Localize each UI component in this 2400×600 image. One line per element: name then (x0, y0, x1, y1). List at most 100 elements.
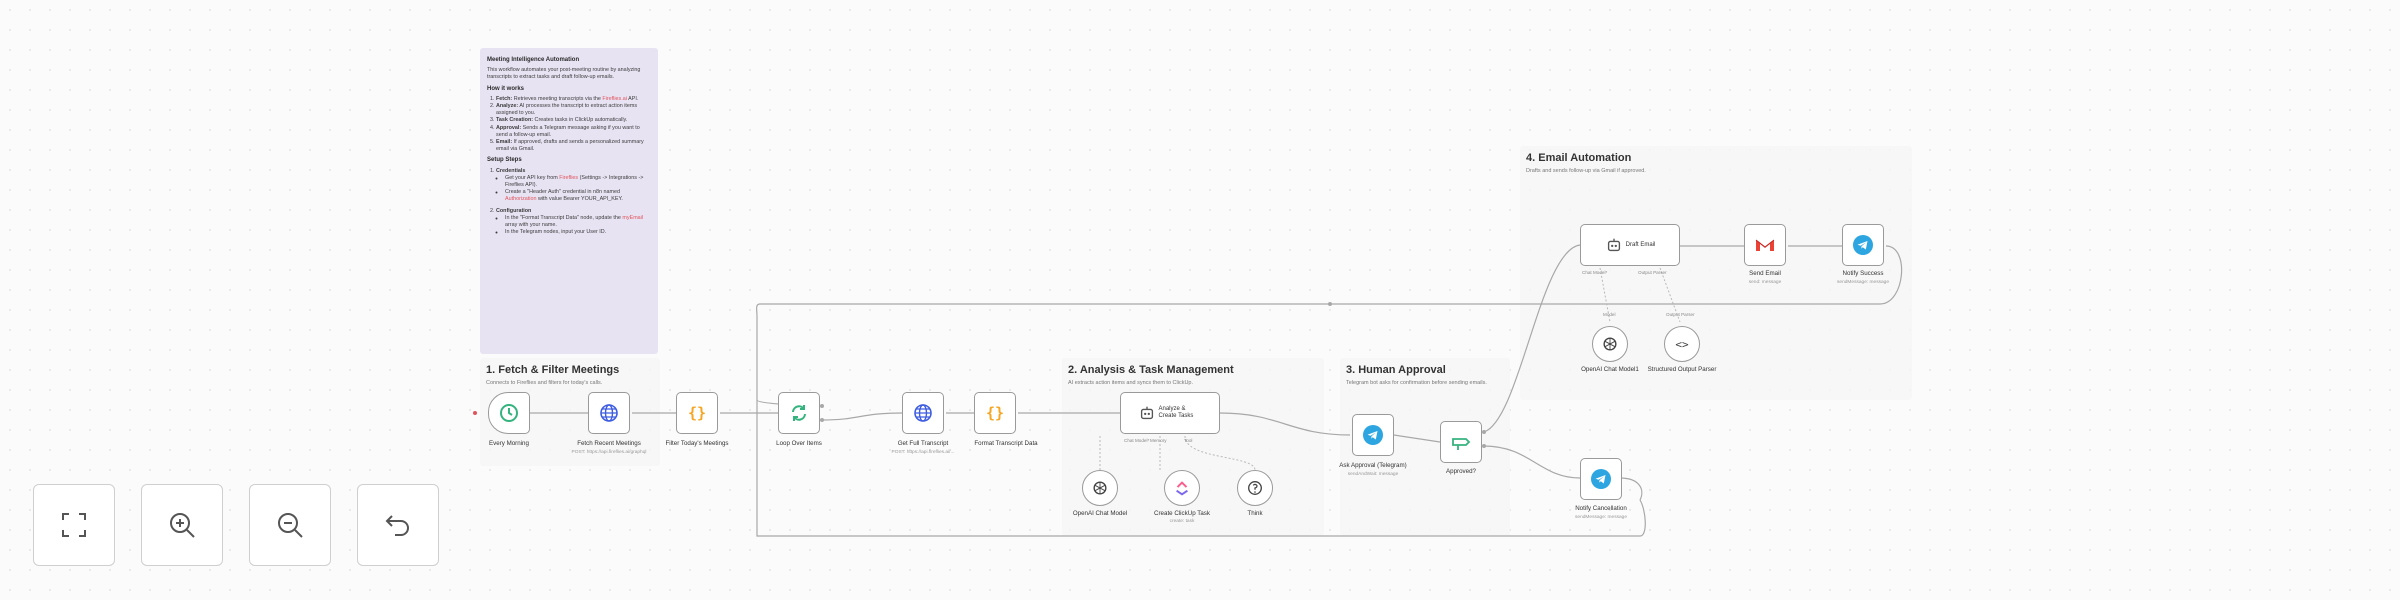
section-title: 1. Fetch & Filter Meetings (486, 364, 620, 376)
draft-email-node[interactable]: Draft Email (1580, 224, 1680, 266)
node-label: Structured Output Parser (1647, 366, 1717, 373)
connection (821, 412, 903, 421)
node-label: Every Morning (489, 440, 529, 447)
node-label: Filter Today's Meetings (665, 440, 729, 447)
connection (1619, 477, 1643, 501)
sticky-title: Meeting Intelligence Automation (487, 57, 580, 63)
think-icon (1248, 481, 1262, 495)
reset-zoom-button[interactable] (357, 484, 439, 566)
how-step: Fetch: Retrieves meeting transcripts via… (496, 96, 651, 103)
openai-icon (1603, 337, 1617, 351)
connection (756, 245, 1903, 537)
node-label: Loop Over Items (776, 440, 822, 447)
node-label: Draft Email (1625, 241, 1656, 248)
how-step: Approval: Sends a Telegram message askin… (496, 125, 651, 139)
robot-icon (1140, 406, 1153, 420)
connection (1219, 412, 1351, 436)
sticky-intro: This workflow automates your post-meetin… (487, 67, 641, 81)
section-title: 3. Human Approval (1346, 364, 1446, 376)
think-node[interactable] (1237, 470, 1273, 506)
every-morning-node[interactable] (488, 392, 530, 434)
section-subtitle: Connects to Fireflies and filters for to… (486, 380, 603, 386)
node-subtitle: create: task (1169, 519, 1195, 524)
setup-substep: Create a "Header Auth" credential in n8n… (505, 189, 651, 203)
loop-arrows-icon (792, 405, 806, 421)
analyze-create-tasks-node[interactable]: Analyze & Create Tasks (1120, 392, 1220, 434)
zoom-in-button[interactable] (141, 484, 223, 566)
sticky-how-list: Fetch: Retrieves meeting transcripts via… (487, 96, 651, 154)
node-subtitle: POST: https://api.fireflies.ai/... (891, 450, 955, 455)
node-label: Format Transcript Data (974, 440, 1038, 447)
loop-over-items-node[interactable] (778, 392, 820, 434)
port-dot (1482, 444, 1486, 448)
port-dot (1482, 430, 1486, 434)
sticky-note[interactable]: Meeting Intelligence Automation This wor… (480, 48, 658, 354)
filter-todays-meetings-node[interactable]: {} (676, 392, 718, 434)
setup-substep: Get your API key from Fireflies (Setting… (505, 175, 651, 189)
openai-chat-model-node[interactable] (1082, 470, 1118, 506)
robot-icon (1607, 238, 1620, 252)
node-label: Analyze & Create Tasks (1158, 406, 1194, 419)
node-label: Create ClickUp Task (1154, 510, 1210, 517)
node-label: Get Full Transcript (897, 440, 949, 447)
node-label: OpenAI Chat Model (1072, 510, 1128, 517)
sticky-setup-list: Credentials Get your API key from Firefl… (487, 168, 651, 237)
connection (1483, 445, 1581, 479)
telegram-icon (1591, 469, 1611, 489)
setup-substep: In the Telegram nodes, input your User I… (505, 229, 651, 236)
openai-icon (1093, 481, 1107, 495)
port-label: Chat Model* (1582, 270, 1608, 275)
port-label: Chat Model* (1124, 438, 1150, 443)
zoom-out-button[interactable] (249, 484, 331, 566)
node-label: Approved? (1446, 468, 1476, 475)
approved-if-node[interactable] (1440, 421, 1482, 463)
section-analysis[interactable]: 2. Analysis & Task Management AI extract… (1062, 358, 1324, 536)
node-label: Think (1247, 510, 1263, 517)
setup-step: Configuration In the "Format Transcript … (496, 208, 651, 237)
notify-success-node[interactable] (1842, 224, 1884, 266)
send-email-node[interactable] (1744, 224, 1786, 266)
fetch-recent-meetings-node[interactable] (588, 392, 630, 434)
node-subtitle: sendMessage: message (1575, 515, 1627, 520)
clickup-icon (1176, 481, 1188, 496)
clock-icon (500, 404, 518, 422)
setup-step: Credentials Get your API key from Firefl… (496, 168, 651, 204)
fit-view-button[interactable] (33, 484, 115, 566)
ask-approval-telegram-node[interactable] (1352, 414, 1394, 456)
gmail-icon (1755, 239, 1775, 251)
section-email-automation[interactable]: 4. Email Automation Drafts and sends fol… (1520, 146, 1912, 400)
structured-output-parser-node[interactable]: <> (1664, 326, 1700, 362)
get-full-transcript-node[interactable] (902, 392, 944, 434)
how-step: Email: If approved, drafts and sends a p… (496, 139, 651, 153)
section-title: 4. Email Automation (1526, 152, 1632, 164)
port-label: Output Parser (1638, 270, 1667, 275)
create-clickup-task-node[interactable] (1164, 470, 1200, 506)
port-label: Model (1603, 312, 1616, 317)
telegram-icon (1853, 235, 1873, 255)
section-title: 2. Analysis & Task Management (1068, 364, 1234, 376)
format-transcript-data-node[interactable]: {} (974, 392, 1016, 434)
node-subtitle: send: message (1748, 280, 1782, 285)
undo-icon (385, 515, 409, 536)
node-subtitle: sendMessage: message (1837, 280, 1889, 285)
connection (1483, 244, 1581, 433)
port-dot (820, 404, 824, 408)
code-braces-icon: {} (687, 404, 707, 422)
branch-signpost-icon (1452, 438, 1471, 450)
how-step: Analyze: AI processes the transcript to … (496, 103, 651, 117)
port-label: Memory (1150, 438, 1167, 443)
globe-icon (914, 404, 932, 422)
node-subtitle: sendAndWait: message (1347, 472, 1399, 477)
sub-connection (1184, 435, 1256, 471)
notify-cancellation-node[interactable] (1580, 458, 1622, 500)
openai-chat-model1-node[interactable] (1592, 326, 1628, 362)
section-subtitle: Drafts and sends follow-up via Gmail if … (1526, 168, 1646, 174)
globe-icon (600, 404, 618, 422)
code-brackets-icon: <> (1675, 337, 1689, 351)
code-braces-icon: {} (985, 404, 1005, 422)
port-dot (473, 411, 477, 415)
sticky-setup-title: Setup Steps (487, 157, 522, 164)
section-subtitle: AI extracts action items and syncs them … (1068, 380, 1194, 386)
